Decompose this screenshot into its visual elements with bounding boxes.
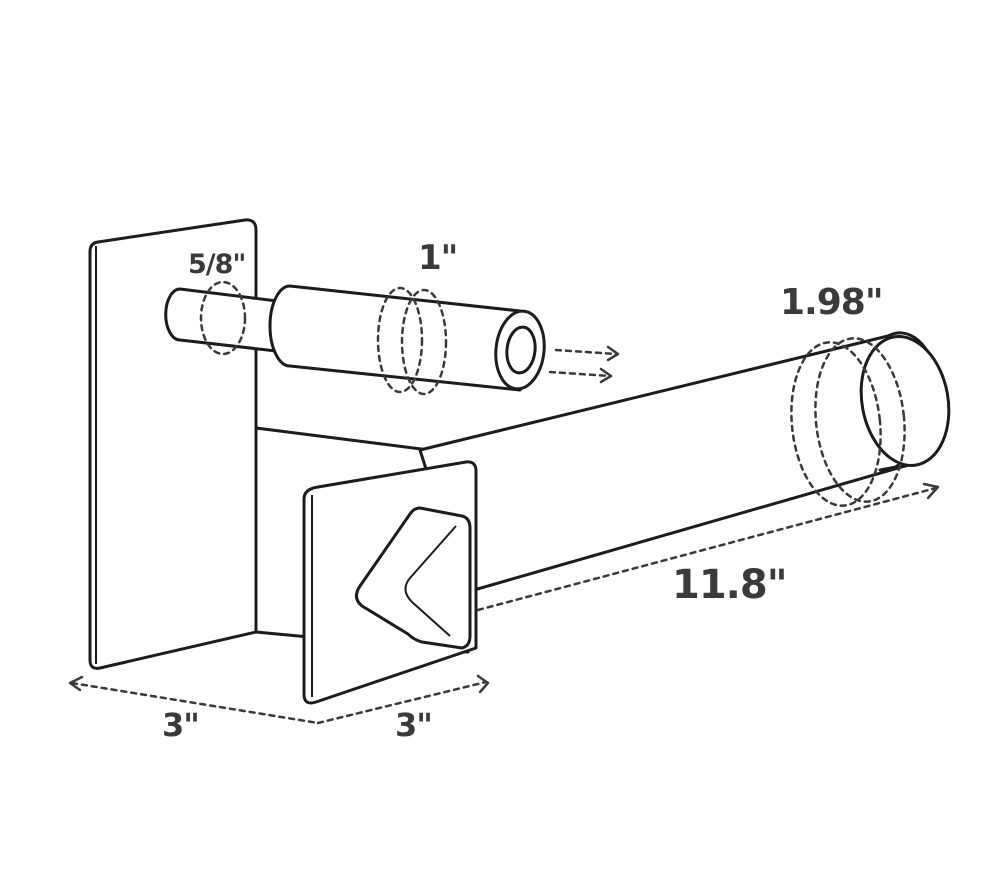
tube-diameter-marker-a xyxy=(790,341,882,507)
sleeve-diameter-label: 1" xyxy=(418,238,458,278)
sleeve-diameter-marker-a xyxy=(376,286,424,394)
dimension-arrows xyxy=(68,345,940,725)
tube-length-label: 11.8" xyxy=(672,562,788,608)
pin-diameter-marker xyxy=(199,280,247,356)
tube-diameter-marker-b xyxy=(814,337,906,503)
small-pin-diameter-label: 5/8" xyxy=(188,249,247,280)
small-pin xyxy=(164,287,287,354)
wall-plate xyxy=(88,218,258,670)
tube-diameter-label: 1.98" xyxy=(780,282,884,323)
sleeve-diameter-marker-b xyxy=(400,288,448,396)
base-width-right-label: 3" xyxy=(395,706,433,744)
base-width-left-label: 3" xyxy=(162,706,200,744)
dimension-callouts xyxy=(199,280,906,507)
sleeve xyxy=(268,284,546,392)
triangle-stopper xyxy=(355,506,472,650)
